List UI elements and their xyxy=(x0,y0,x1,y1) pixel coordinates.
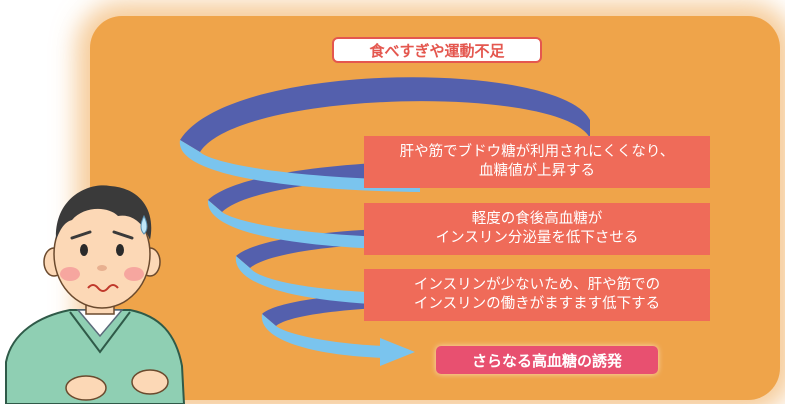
worried-man-illustration xyxy=(5,185,186,404)
step-box-3: インスリンが少ないため、肝や筋での インスリンの働きがますます低下する xyxy=(364,269,710,321)
step-1-line-2: 血糖値が上昇する xyxy=(479,163,595,179)
step-2-line-2: インスリン分泌量を低下させる xyxy=(435,230,639,246)
step-3-line-1: インスリンが少ないため、肝や筋での xyxy=(413,277,661,293)
result-label: さらなる高血糖の誘発 xyxy=(436,346,658,374)
step-box-1: 肝や筋でブドウ糖が利用されにくくなり、 血糖値が上昇する xyxy=(364,136,710,188)
step-box-2: 軽度の食後高血糖が インスリン分泌量を低下させる xyxy=(364,203,710,255)
step-3-line-2: インスリンの働きがますます低下する xyxy=(413,296,661,312)
top-cause-label: 食べすぎや運動不足 xyxy=(332,37,542,63)
step-2-line-1: 軽度の食後高血糖が xyxy=(471,211,603,227)
step-1-line-1: 肝や筋でブドウ糖が利用されにくくなり、 xyxy=(399,144,675,160)
